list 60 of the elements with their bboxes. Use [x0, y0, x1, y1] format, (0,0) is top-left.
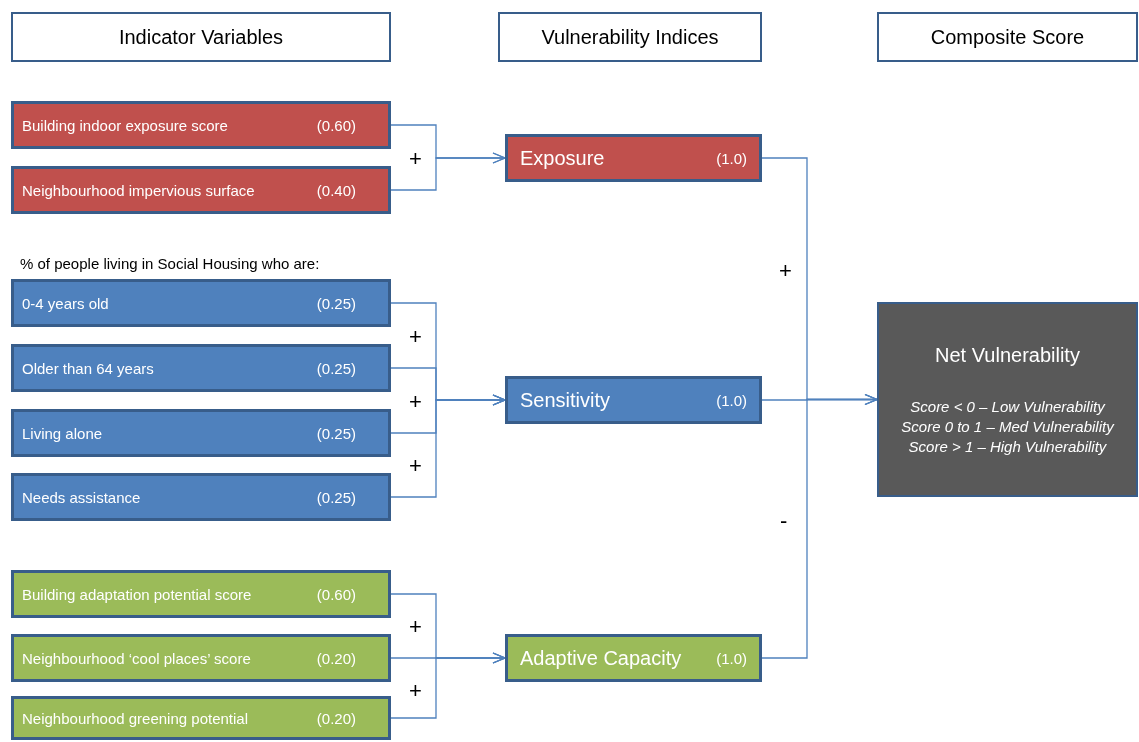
weight-value: (1.0): [716, 391, 747, 409]
index-name: Adaptive Capacity: [520, 646, 682, 670]
indicator-box: [11, 409, 391, 457]
connector-arrow: [390, 652, 506, 719]
indicator-box: [11, 634, 391, 682]
header-text: Composite Score: [930, 25, 1085, 49]
header-text: Vulnerability Indices: [541, 25, 719, 49]
index-box: [505, 634, 762, 682]
indicator-name: Neighbourhood impervious surface: [22, 181, 255, 199]
weight-value: (0.25): [316, 488, 356, 506]
connector-arrow: [761, 393, 878, 659]
indicator-name: Building indoor exposure score: [22, 116, 228, 134]
weight-value: (1.0): [716, 649, 747, 667]
weight-value: (0.60): [316, 585, 356, 603]
column-header-box: [11, 12, 391, 62]
result-title: Net Vulnerability: [934, 344, 1081, 367]
weight-value: (1.0): [716, 149, 747, 167]
score-range-text: Score 0 to 1 – Med Vulnerability: [900, 418, 1116, 435]
weight-value: (0.25): [316, 294, 356, 312]
indicator-name: Older than 64 years: [22, 359, 154, 377]
connector-arrow: [390, 152, 506, 191]
index-box: [505, 376, 762, 424]
operator-sign: -: [780, 508, 788, 534]
column-header-box: [877, 12, 1138, 62]
index-name: Sensitivity: [520, 388, 611, 412]
score-range-text: Score > 1 – High Vulnerability: [907, 438, 1108, 455]
connector-arrow: [390, 394, 506, 498]
operator-sign: +: [409, 614, 422, 640]
indicator-box: [11, 279, 391, 327]
index-name: Exposure: [520, 146, 605, 170]
weight-value: (0.60): [316, 116, 356, 134]
indicator-name: Neighbourhood greening potential: [22, 709, 248, 727]
indicator-name: Building adaptation potential score: [22, 585, 252, 603]
indicator-name: Needs assistance: [22, 488, 141, 506]
indicator-name: 0-4 years old: [22, 294, 109, 312]
indicator-box: [11, 570, 391, 618]
operator-sign: +: [779, 258, 792, 284]
operator-sign: +: [409, 389, 422, 415]
indicator-name: Living alone: [22, 424, 103, 442]
index-box: [505, 134, 762, 182]
score-range-text: Score < 0 – Low Vulnerability: [909, 398, 1107, 415]
weight-value: (0.20): [316, 649, 356, 667]
indicator-box: [11, 473, 391, 521]
indicator-box: [11, 696, 391, 740]
result-box: [877, 302, 1138, 497]
operator-sign: +: [409, 146, 422, 172]
weight-value: (0.40): [316, 181, 356, 199]
column-header-box: [498, 12, 762, 62]
weight-value: (0.25): [316, 424, 356, 442]
indicator-box: [11, 166, 391, 214]
indicator-box: [11, 101, 391, 149]
indicator-name: Neighbourhood ‘cool places’ score: [22, 649, 251, 667]
header-text: Indicator Variables: [118, 25, 284, 49]
operator-sign: +: [409, 453, 422, 479]
indicator-box: [11, 344, 391, 392]
weight-value: (0.20): [316, 709, 356, 727]
operator-sign: +: [409, 678, 422, 704]
group-caption: % of people living in Social Housing who are:: [20, 255, 320, 272]
operator-sign: +: [409, 324, 422, 350]
weight-value: (0.25): [316, 359, 356, 377]
